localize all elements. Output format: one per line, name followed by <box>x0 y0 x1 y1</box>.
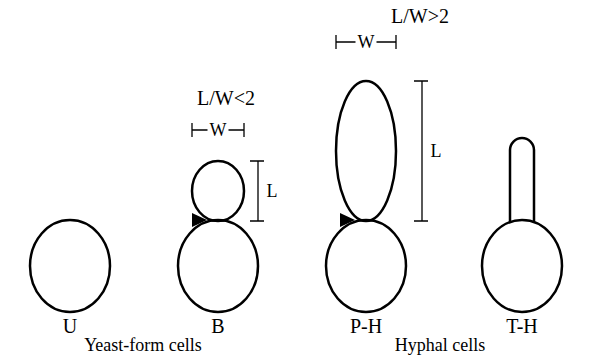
dimension-label: W <box>208 121 229 139</box>
cell-type-label: U <box>61 316 79 336</box>
ratio-label: L/W>2 <box>389 6 451 26</box>
cell-type-label: P-H <box>348 316 384 336</box>
mother-cell <box>326 220 406 312</box>
cell-type-label: B <box>209 316 226 336</box>
group-label: Hyphal cells <box>393 336 487 354</box>
mother-cell <box>178 220 258 312</box>
ratio-label: L/W<2 <box>195 88 257 108</box>
neck-arrowhead <box>192 213 207 227</box>
dimension-label: W <box>356 33 377 51</box>
length-bracket <box>414 81 428 221</box>
bud <box>192 161 244 221</box>
neck-arrowhead <box>340 213 355 227</box>
mother-cell <box>482 220 562 312</box>
pseudohyphal-bud <box>336 81 396 221</box>
cell-type-label: T-H <box>504 316 539 336</box>
dimension-label: L <box>265 182 280 200</box>
dimension-label: L <box>429 142 444 160</box>
unbudded-cell <box>30 220 110 312</box>
length-bracket <box>250 161 264 221</box>
germ-tube <box>510 138 534 222</box>
group-label: Yeast-form cells <box>82 336 204 354</box>
